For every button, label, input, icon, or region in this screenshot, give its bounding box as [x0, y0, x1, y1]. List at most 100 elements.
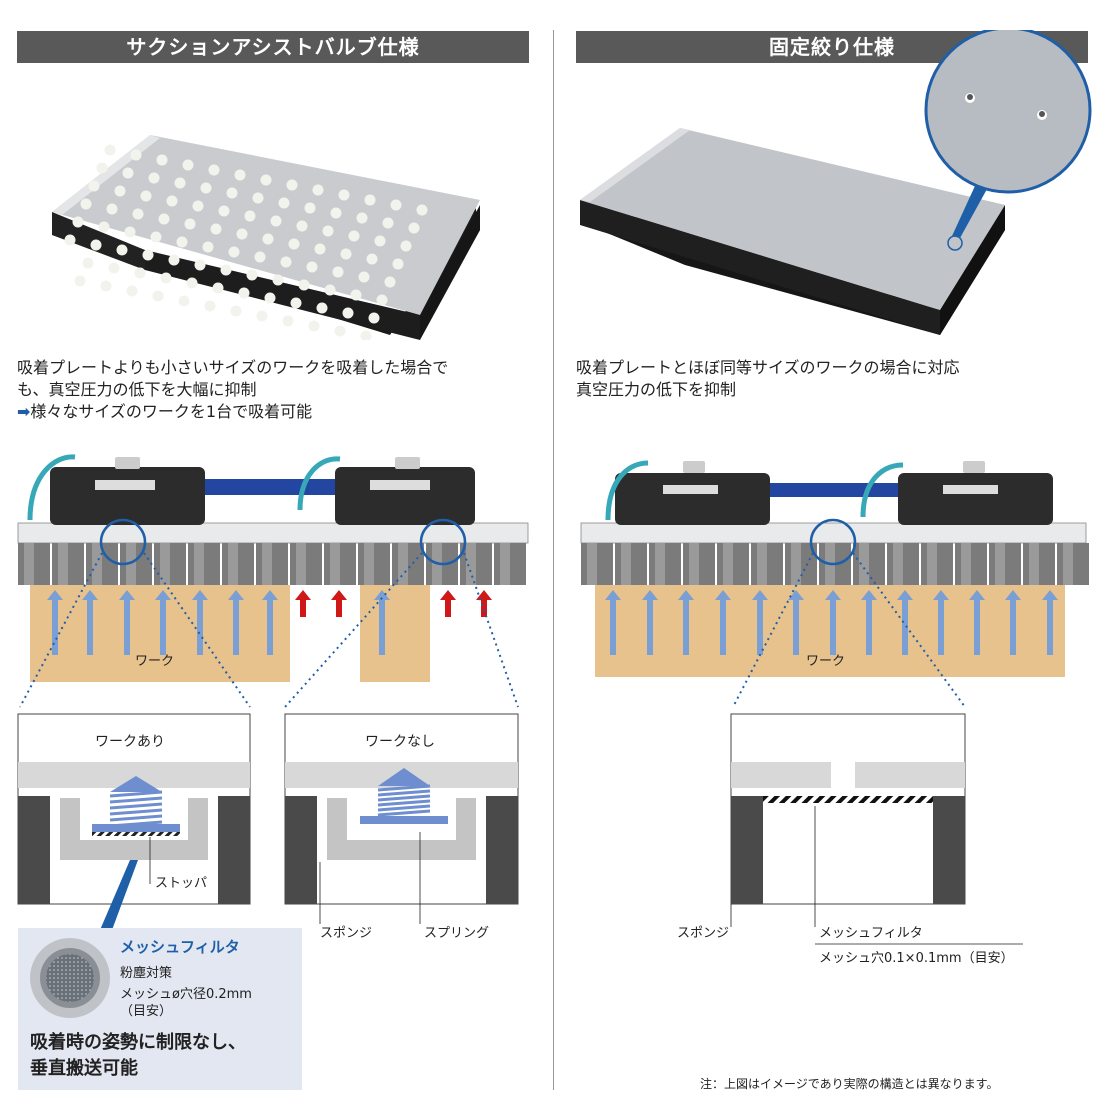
valve-dot [82, 257, 94, 269]
valve-dot [234, 169, 246, 181]
valve-dot [298, 279, 310, 291]
valve-dot [314, 243, 326, 255]
left-header: サクションアシストバルブ仕様 [17, 31, 529, 63]
valve-dot [130, 149, 142, 161]
valve-dot [208, 164, 220, 176]
valve-dot [98, 221, 110, 233]
valve-dot [374, 235, 386, 247]
valve-dot [72, 216, 84, 228]
valve-dot [124, 226, 136, 238]
valve-dot [126, 285, 138, 297]
valve-dot [308, 320, 320, 332]
right-detail-panel: スポンジ メッシュフィルタ メッシュ穴0.1×0.1mm（目安） [677, 713, 1023, 966]
valve-dot [376, 294, 388, 306]
valve-dot [366, 253, 378, 265]
valve-dot [246, 269, 258, 281]
valve-dot [192, 200, 204, 212]
valve-dot [358, 271, 370, 283]
vacuum-unit-left [50, 467, 205, 525]
valve-dot [218, 205, 230, 217]
right-description-line-2: 真空圧力の低下を抑制 [576, 380, 737, 399]
panel-fixed-orifice [730, 713, 966, 905]
valve-dot [288, 238, 300, 250]
valve-dot [194, 259, 206, 271]
spring-coil [377, 794, 431, 802]
valve-dot [356, 212, 368, 224]
panel-without-work-title: ワークなし [365, 734, 435, 750]
valve-dot [364, 194, 376, 206]
valve-dot [106, 203, 118, 215]
right-work-label: ワーク [806, 654, 845, 669]
mesh-filter-photo [30, 938, 110, 1018]
mesh-filter-line-1: 粉塵対策 [120, 966, 173, 981]
spring-coil [377, 789, 431, 797]
valve-dot [122, 167, 134, 179]
valve-dot [408, 222, 420, 234]
valve-dot [184, 218, 196, 230]
valve-dot [74, 275, 86, 287]
valve-dot [278, 197, 290, 209]
valve-dot [254, 251, 266, 263]
valve-dot [166, 195, 178, 207]
spring-label: スプリング [424, 926, 489, 941]
zoom-circle-without-work [419, 518, 467, 566]
valve-dot [290, 297, 302, 309]
footnote: 注：上図はイメージであり実際の構造とは異なります。 [700, 1077, 999, 1091]
valve-dot [116, 244, 128, 256]
valve-dot [202, 241, 214, 253]
valve-dot [238, 287, 250, 299]
zoom-circle-fixed-orifice [809, 518, 857, 566]
valve-dot [332, 266, 344, 278]
valve-dot [96, 162, 108, 174]
spring-coil [377, 809, 431, 817]
valve-dot [392, 258, 404, 270]
valve-dot [350, 289, 362, 301]
right-arrow-icon: ➡ [17, 402, 31, 421]
valve-dot [306, 261, 318, 273]
valve-dot [220, 264, 232, 276]
valve-dot [156, 154, 168, 166]
valve-dot [182, 159, 194, 171]
valve-dot [368, 312, 380, 324]
valve-dot [256, 310, 268, 322]
mesh-filter-line-3: （目安） [120, 1004, 173, 1019]
valve-dot [334, 325, 346, 337]
spring-coil [109, 796, 163, 804]
valve-dot [200, 182, 212, 194]
right-description: 吸着プレートとほぼ同等サイズのワークの場合に対応 真空圧力の低下を抑制 [576, 357, 960, 401]
mesh-filter-title: メッシュフィルタ [120, 938, 240, 956]
valve-dot [168, 254, 180, 266]
right-cross-section: ワーク [580, 460, 1089, 708]
valve-dot [280, 256, 292, 268]
valve-dot [342, 307, 354, 319]
left-description-line-1: 吸着プレートよりも小さいサイズのワークを吸着した場合で [17, 358, 449, 377]
valve-dot [178, 295, 190, 307]
connector-bar [205, 479, 335, 495]
valve-dot [80, 198, 92, 210]
valve-dot [324, 284, 336, 296]
spring-coil [109, 802, 163, 810]
valve-dot [104, 144, 116, 156]
valve-dot [64, 234, 76, 246]
right-sponge-label: スポンジ [677, 926, 729, 941]
spring-coil [377, 799, 431, 807]
valve-dot [152, 290, 164, 302]
mesh-filter-benefit-2: 垂直搬送可能 [30, 1058, 138, 1079]
valve-dot [252, 192, 264, 204]
zoom-circle-with-work [99, 518, 147, 566]
valve-dot [90, 239, 102, 251]
valve-dot [176, 236, 188, 248]
right-description-line-1: 吸着プレートとほぼ同等サイズのワークの場合に対応 [576, 358, 960, 377]
valve-dot [348, 230, 360, 242]
valve-dot [212, 282, 224, 294]
valve-dot [264, 292, 276, 304]
valve-dot [236, 228, 248, 240]
spring-coil [377, 784, 431, 792]
valve-dot [226, 187, 238, 199]
valve-dot [114, 185, 126, 197]
valve-dot [270, 215, 282, 227]
valve-dot [160, 272, 172, 284]
valve-dot [260, 174, 272, 186]
suction-plate-image [52, 135, 480, 340]
valve-dot [272, 274, 284, 286]
